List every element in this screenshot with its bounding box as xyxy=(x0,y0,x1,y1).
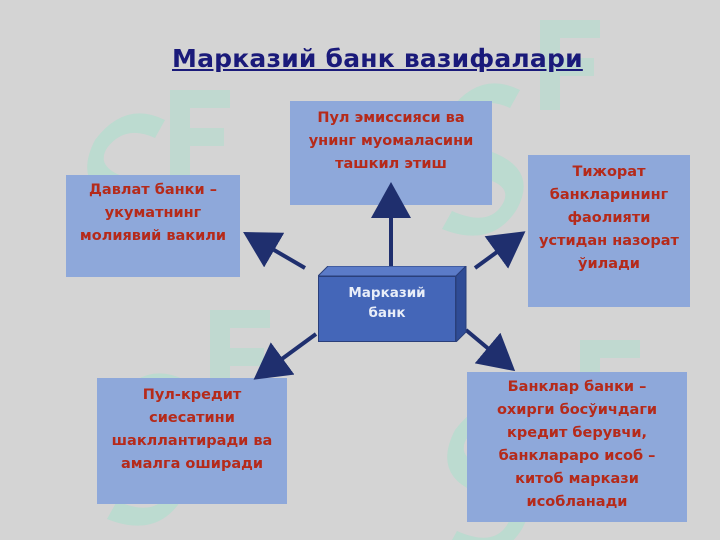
box-line: банкларининг xyxy=(549,187,669,203)
box-line: Пул-кредит xyxy=(142,387,242,403)
box-line: амалга оширади xyxy=(120,456,263,472)
arrow-lower-left xyxy=(253,332,318,380)
box-line: исобланади xyxy=(526,494,628,510)
box-line: ташкил этиш xyxy=(335,156,447,172)
diagram-title: Марказий банк вазифалари xyxy=(172,44,583,73)
box-line: Пул эмиссияси ва xyxy=(317,110,465,126)
box-line: кредит берувчи, xyxy=(507,425,647,441)
box-bank-supervision: Тижорат банкларининг фаолияти устидан на… xyxy=(528,155,690,307)
arrow-upper-left xyxy=(243,231,307,270)
box-line: китоб маркази xyxy=(515,471,639,487)
box-line: Давлат банки – xyxy=(89,182,217,198)
box-line: банклараро исоб – xyxy=(498,448,656,464)
box-state-bank: Давлат банки – укуматнинг молиявий вакил… xyxy=(66,175,240,277)
box-monetary-policy: Пул-кредит сиесатини шакллантиради ва ам… xyxy=(97,378,287,504)
arrow-upper-right xyxy=(473,231,526,270)
box-line: охирги босўичдаги xyxy=(496,402,658,418)
center-label-line: банк xyxy=(368,305,406,321)
center-label-line: Марказий xyxy=(348,285,426,301)
box-line: ўилади xyxy=(578,256,640,272)
box-line: устидан назорат xyxy=(539,233,679,249)
center-box: Марказий банк xyxy=(318,276,456,342)
box-line: унинг муомаласини xyxy=(308,133,474,149)
box-line: укуматнинг xyxy=(104,205,202,221)
arrow-lower-right xyxy=(464,328,516,372)
box-line: Банклар банки – xyxy=(507,379,647,395)
box-line: молиявий вакили xyxy=(79,228,227,244)
box-line: шакллантиради ва xyxy=(111,433,273,449)
box-line: сиесатини xyxy=(149,410,235,426)
box-line: фаолияти xyxy=(567,210,651,226)
box-bank-of-banks: Банклар банки – охирги босўичдаги кредит… xyxy=(467,372,687,522)
box-line: Тижорат xyxy=(572,164,646,180)
center-node: Марказий банк xyxy=(318,266,468,342)
